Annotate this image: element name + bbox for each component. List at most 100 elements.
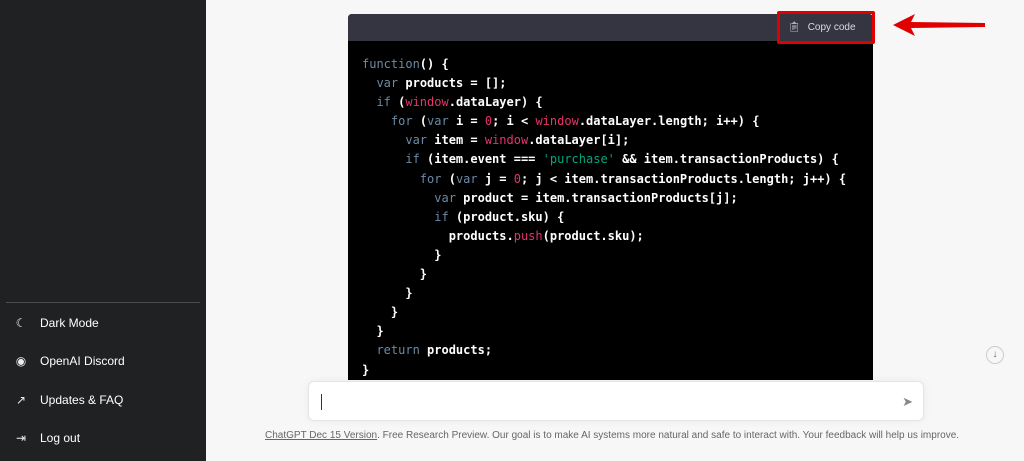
code-token [362,343,376,357]
code-block: 📋︎ Copy code function() { var products = … [348,14,873,380]
footer-text: . Free Research Preview. Our goal is to … [377,430,960,441]
code-token: .dataLayer) { [448,95,543,110]
code-token: } [362,305,399,320]
text-cursor [321,394,322,410]
code-token [362,95,376,109]
code-token: ( [441,171,456,186]
code-line: if (item.event === 'purchase' && item.tr… [362,150,873,169]
code-token: (item.event === [419,152,543,167]
arrow-down-icon: ↓ [992,349,998,360]
sidebar-item-updates-faq[interactable]: ↗ Updates & FAQ [6,383,200,417]
code-token: 'purchase' [542,152,615,167]
code-token: function [362,57,420,71]
code-content: function() { var products = []; if (wind… [348,41,873,380]
moon-icon: ☾ [15,316,27,330]
sidebar-item-label: Updates & FAQ [40,393,124,407]
code-line: } [362,246,873,265]
code-token: } [362,324,384,339]
logout-icon: ⇥ [15,431,27,445]
code-token: () { [419,57,449,71]
code-token: ( [390,95,406,110]
code-token: j = [477,171,514,186]
code-token: for [390,114,413,129]
code-line: } [362,322,873,341]
code-token [362,191,434,205]
highlight-box [777,11,875,44]
code-token: products. [362,228,514,243]
code-token: products = []; [398,76,507,91]
code-line: if (window.dataLayer) { [362,93,873,112]
code-line: var product = item.transactionProducts[j… [362,189,873,208]
code-line: } [362,361,873,380]
sidebar-item-label: Log out [40,431,81,445]
code-token [362,172,420,186]
copy-code-button[interactable]: 📋︎ Copy code [778,16,866,39]
code-token [362,210,434,224]
code-token: && item.transactionProducts) { [614,152,839,167]
send-icon[interactable]: ➤ [902,394,913,409]
code-token: window [484,133,529,148]
code-token: if [434,209,449,224]
code-token: var [434,190,456,205]
code-token: var [405,133,428,148]
code-token: } [362,362,370,377]
clipboard-icon: 📋︎ [788,22,801,33]
discord-icon: ◉ [15,354,27,368]
code-line: products.push(product.sku); [362,227,873,246]
code-token: if [405,152,420,167]
code-line: for (var j = 0; j < item.transactionProd… [362,170,873,189]
code-line: function() { [362,55,873,74]
code-token: var [455,171,478,186]
code-block-header: 📋︎ Copy code [348,14,873,41]
code-token: if [376,95,391,110]
scroll-down-button[interactable]: ↓ [986,346,1004,364]
sidebar-item-label: Dark Mode [40,316,99,330]
code-line: if (product.sku) { [362,208,873,227]
red-arrow-annotation [893,14,985,36]
code-token: window [535,114,579,129]
code-token: .dataLayer.length; i++) { [578,114,760,129]
version-link[interactable]: ChatGPT Dec 15 Version [265,430,378,441]
code-token: ; i < [492,114,536,129]
code-line: } [362,303,873,322]
copy-code-label: Copy code [807,22,856,33]
code-token: ( [412,114,428,129]
code-token [362,76,376,90]
code-token: 0 [513,171,521,186]
code-token [362,114,391,128]
code-line: var item = window.dataLayer[i]; [362,131,873,150]
code-token: return [376,343,420,358]
code-line: for (var i = 0; i < window.dataLayer.len… [362,112,873,131]
code-token [362,152,405,166]
code-token: var [376,76,399,91]
code-line: var products = []; [362,74,873,93]
sidebar-item-label: OpenAI Discord [40,354,125,368]
code-token: } [362,247,442,262]
code-token: product = item.transactionProducts[j]; [455,190,738,205]
sidebar-item-log-out[interactable]: ⇥ Log out [6,421,200,455]
code-token: ; j < item.transactionProducts.length; j… [520,171,847,186]
code-token: (product.sku); [542,228,644,243]
code-line: } [362,265,873,284]
code-token: item = [427,133,485,148]
sidebar-divider [6,302,200,303]
code-token: for [419,171,442,186]
code-token: var [427,114,449,129]
code-token: window [405,95,449,110]
code-line: return products; [362,341,873,360]
code-line: } [362,284,873,303]
sidebar: ☾ Dark Mode ◉ OpenAI Discord ↗ Updates & FA… [0,0,206,461]
sidebar-item-dark-mode[interactable]: ☾ Dark Mode [6,306,200,340]
code-token [362,133,405,147]
code-token: 0 [484,114,493,129]
code-token: } [362,286,413,301]
code-token: .dataLayer[i]; [528,133,630,148]
message-input[interactable]: ➤ [308,381,924,421]
code-token: (product.sku) { [448,209,565,224]
sidebar-item-discord[interactable]: ◉ OpenAI Discord [6,344,200,378]
code-token: products; [419,343,493,358]
external-link-icon: ↗ [15,393,27,407]
footer-note: ChatGPT Dec 15 Version. Free Research Pr… [265,430,959,441]
code-token: push [513,228,543,243]
code-token: i = [448,114,485,129]
